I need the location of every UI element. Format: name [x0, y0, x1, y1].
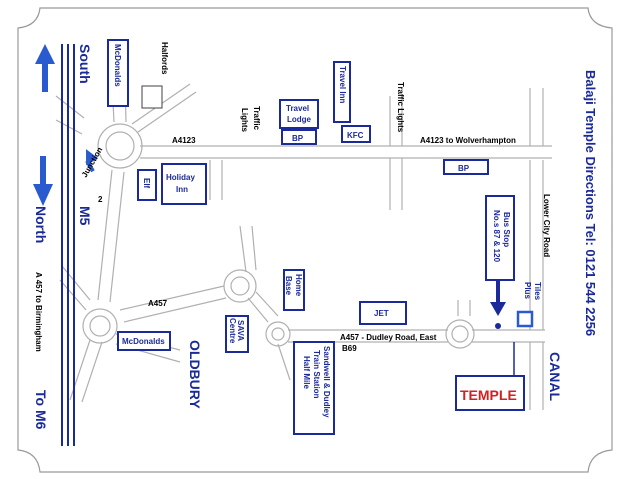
sava-label-1: SAVA	[236, 320, 245, 341]
junction-label: Junction	[80, 146, 105, 179]
a4123-label: A4123	[172, 136, 196, 145]
mcdonalds-bottom-label: McDonalds	[122, 337, 165, 346]
a457-dudley-label-2: B69	[342, 344, 357, 353]
traffic-lights-2-label: Lights	[240, 108, 249, 133]
holiday-inn-label-1: Holiday	[166, 173, 195, 182]
home-base-label-1: Home	[294, 274, 303, 297]
elf-label: Elf	[142, 178, 151, 189]
oldbury-label: OLDBURY	[187, 340, 203, 409]
home-base-box	[283, 269, 305, 311]
halfords-box	[141, 85, 163, 109]
bp-right-label: BP	[458, 164, 470, 173]
holiday-inn-label-2: Inn	[176, 185, 188, 194]
sava-label-2: Centre	[228, 318, 237, 344]
travel-lodge-label-1: Travel	[286, 104, 309, 113]
south-arrow-icon	[35, 44, 55, 92]
travel-lodge-box	[279, 99, 319, 129]
a4123-wolv-label: A4123 to Wolverhampton	[420, 136, 516, 145]
halfords-label: Halfords	[160, 42, 169, 75]
mcdonalds-top-label: McDonalds	[113, 44, 122, 87]
kfc-label: KFC	[347, 131, 364, 140]
bp-right-box	[443, 159, 489, 175]
junction-num-label: 2	[98, 195, 103, 204]
traffic-lights-1-label: Traffic	[252, 106, 261, 131]
north-label: North	[33, 206, 49, 243]
kfc-box	[341, 125, 371, 143]
sava-box	[225, 315, 249, 353]
map-frame	[17, 7, 613, 473]
elf-box	[137, 169, 157, 201]
roundabouts	[82, 123, 475, 349]
page-title: Balaji Temple Directions Tel: 0121 544 2…	[583, 70, 598, 336]
temple-box	[455, 375, 525, 411]
lower-city-road-label: Lower City Road	[542, 194, 551, 257]
home-base-label-2: Base	[284, 276, 293, 296]
bp-top-box	[281, 129, 317, 145]
station-label-2: Train Station	[312, 350, 321, 399]
station-label-1: Sandwell & Dudley	[322, 346, 331, 418]
a457-dudley-label-1: A457 - Dudley Road, East	[340, 333, 437, 342]
a457-birmingham-label: A 457 to Birmingham	[34, 272, 43, 352]
bus-stop-label-1: Bus Stop	[502, 212, 511, 247]
station-label-3: Half Mile	[302, 356, 311, 389]
bus-stop-box	[485, 195, 515, 281]
jet-label: JET	[374, 309, 389, 318]
bus-stop-arrow-icon	[490, 280, 506, 329]
plus-label: Plus	[523, 282, 532, 299]
bus-stop-label-2: No.s 87 & 120	[492, 210, 501, 263]
canal-label: CANAL	[547, 352, 563, 401]
station-box	[293, 341, 335, 435]
travel-inn-label: Travel Inn	[338, 66, 347, 103]
temple-label: TEMPLE	[460, 387, 517, 403]
m5-label: M5	[77, 206, 93, 226]
jet-box	[359, 301, 407, 325]
travel-inn-box	[333, 61, 351, 123]
tiles-plus-square	[516, 310, 534, 328]
a457-label: A457	[148, 299, 168, 308]
tiles-label: Tiles	[533, 282, 542, 301]
holiday-inn-box	[161, 163, 207, 205]
travel-lodge-label-2: Lodge	[287, 115, 312, 124]
m5-motorway	[61, 44, 75, 446]
to-m6-label: To M6	[33, 390, 49, 430]
mcdonalds-bottom-box	[117, 331, 171, 351]
junction-arrow-icon	[85, 149, 99, 173]
north-arrow-icon	[33, 156, 53, 206]
bp-top-label: BP	[292, 134, 304, 143]
mcdonalds-top-box	[107, 39, 129, 107]
traffic-lights-3-label: Traffic Lights	[396, 82, 405, 133]
south-label: South	[77, 44, 93, 84]
